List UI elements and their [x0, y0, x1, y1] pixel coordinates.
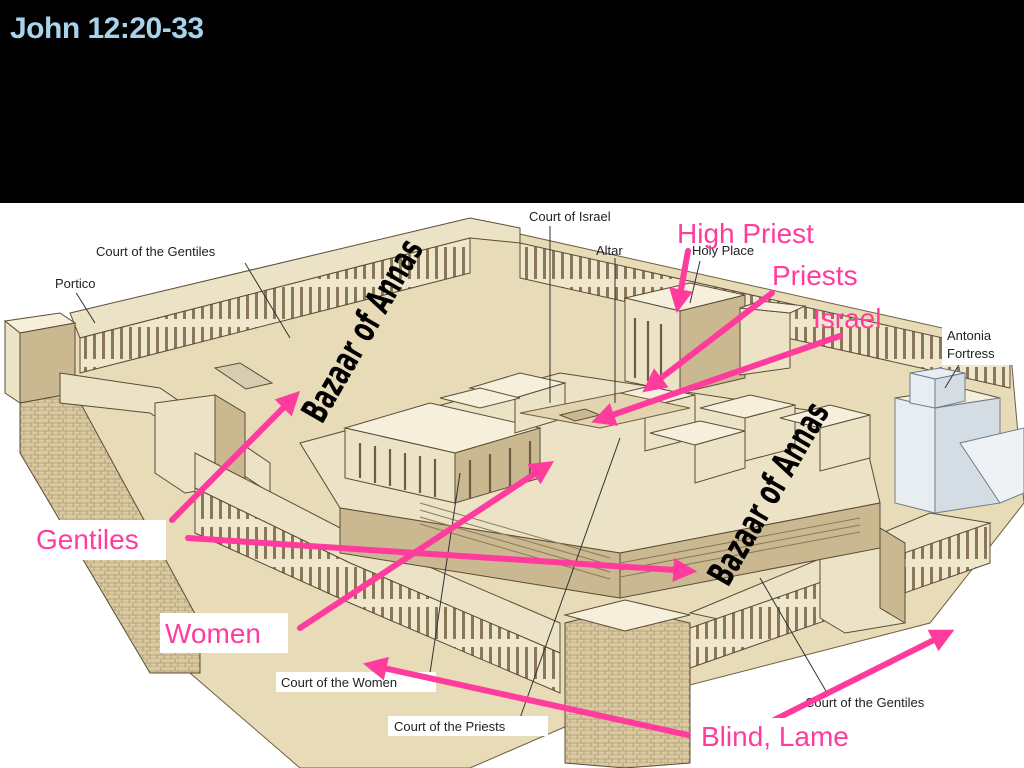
front-corner-tower — [564, 607, 691, 768]
label-antonia-line2: Fortress — [947, 346, 995, 361]
arrow-icon — [297, 461, 555, 631]
annotation-labels: High Priest Priests Israel Gentiles Wome… — [30, 218, 887, 760]
arrow-icon — [591, 333, 843, 426]
slide-title: John 12:20-33 — [10, 12, 204, 45]
label-holy-place: Holy Place — [692, 243, 754, 258]
court-of-women-columns — [358, 441, 532, 498]
annotation-women: Women — [165, 618, 261, 649]
label-court-of-women: Court of the Women — [281, 675, 397, 690]
diagram-labels: Court of Israel Court of the Gentiles Po… — [50, 206, 1014, 736]
antonia-fortress — [894, 367, 1024, 514]
label-court-of-gentiles-bottom: Court of the Gentiles — [805, 695, 925, 710]
left-corner-tower — [4, 319, 21, 404]
annotation-arrows — [169, 248, 955, 738]
label-antonia-line1: Antonia — [947, 328, 992, 343]
pool — [213, 362, 274, 390]
arrow-icon — [765, 629, 955, 726]
arrow-icon — [169, 390, 301, 523]
arrow-icon — [185, 535, 698, 582]
leader-lines — [74, 225, 961, 719]
annotation-priests: Priests — [772, 260, 858, 291]
label-court-of-israel: Court of Israel — [529, 209, 611, 224]
arrow-icon — [669, 248, 693, 314]
annotation-gentiles: Gentiles — [36, 524, 139, 555]
label-court-of-gentiles-top: Court of the Gentiles — [96, 244, 216, 259]
label-altar: Altar — [596, 243, 623, 258]
label-court-of-priests: Court of the Priests — [394, 719, 506, 734]
arrow-icon — [642, 290, 775, 393]
arrow-icon — [362, 656, 691, 738]
annotation-blind-lame: Blind, Lame — [701, 721, 849, 752]
annotation-israel: Israel — [813, 303, 881, 334]
temple-diagram: Court of Israel Court of the Gentiles Po… — [0, 203, 1024, 768]
annotation-high-priest: High Priest — [677, 218, 814, 249]
back-portico-columns — [79, 237, 471, 374]
sanctuary-front — [624, 297, 681, 394]
label-portico: Portico — [55, 276, 95, 291]
